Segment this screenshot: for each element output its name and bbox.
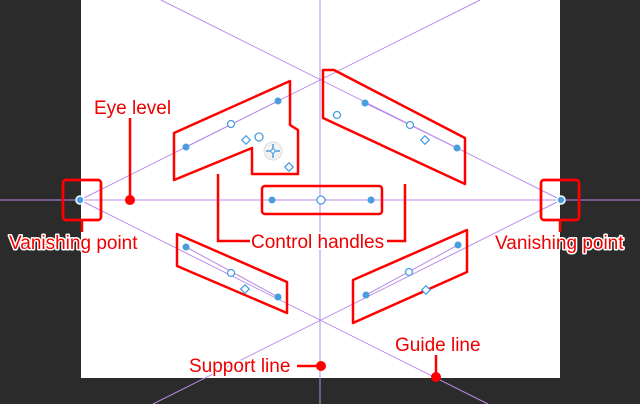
eye-level-handle[interactable] <box>316 195 326 205</box>
control-handle-group-top-right <box>321 68 467 186</box>
guide-line-label: Guide line <box>395 335 481 356</box>
diamond-handle-icon[interactable] <box>419 134 431 146</box>
handle-point[interactable] <box>453 144 461 152</box>
control-handles[interactable] <box>182 97 462 301</box>
handle-toggle-icon[interactable] <box>332 110 342 120</box>
diamond-handle-icon[interactable] <box>240 134 252 146</box>
control-handle-group-bottom-right <box>351 228 469 325</box>
handle-point[interactable] <box>268 196 276 204</box>
control-handle-group-bottom-left <box>175 232 289 315</box>
move-handle-icon[interactable] <box>263 141 283 161</box>
eye-level-label: Eye level <box>94 98 171 119</box>
rotate-handle-icon[interactable] <box>254 132 264 142</box>
handle-point[interactable] <box>361 99 369 107</box>
handle-point[interactable] <box>274 97 282 105</box>
control-handle-group-center <box>260 184 384 216</box>
control-handles-label: Control handles <box>251 232 384 253</box>
handle-point[interactable] <box>367 196 375 204</box>
annotation-connectors <box>80 118 562 382</box>
diamond-handle-icon[interactable] <box>420 284 432 296</box>
handle-point[interactable] <box>182 243 190 251</box>
diamond-handle-icon[interactable] <box>239 283 251 295</box>
handle-point[interactable] <box>182 143 190 151</box>
handle-point[interactable] <box>362 291 370 299</box>
handle-midpoint[interactable] <box>405 120 415 130</box>
diamond-handle-icon[interactable] <box>283 161 295 173</box>
handle-midpoint[interactable] <box>226 119 236 129</box>
handle-point[interactable] <box>454 241 462 249</box>
guide-line <box>152 199 562 404</box>
guide-line <box>79 199 489 404</box>
vanishing-point-label-right: Vanishing point <box>495 233 624 254</box>
control-handle-group-top-left <box>172 79 300 182</box>
handle-midpoint[interactable] <box>404 267 414 277</box>
vanishing-point-label-left: Vanishing point <box>9 233 138 254</box>
guide-line <box>160 0 562 201</box>
handle-point[interactable] <box>274 293 282 301</box>
handle-midpoint[interactable] <box>226 268 236 278</box>
support-line-label: Support line <box>189 356 290 377</box>
